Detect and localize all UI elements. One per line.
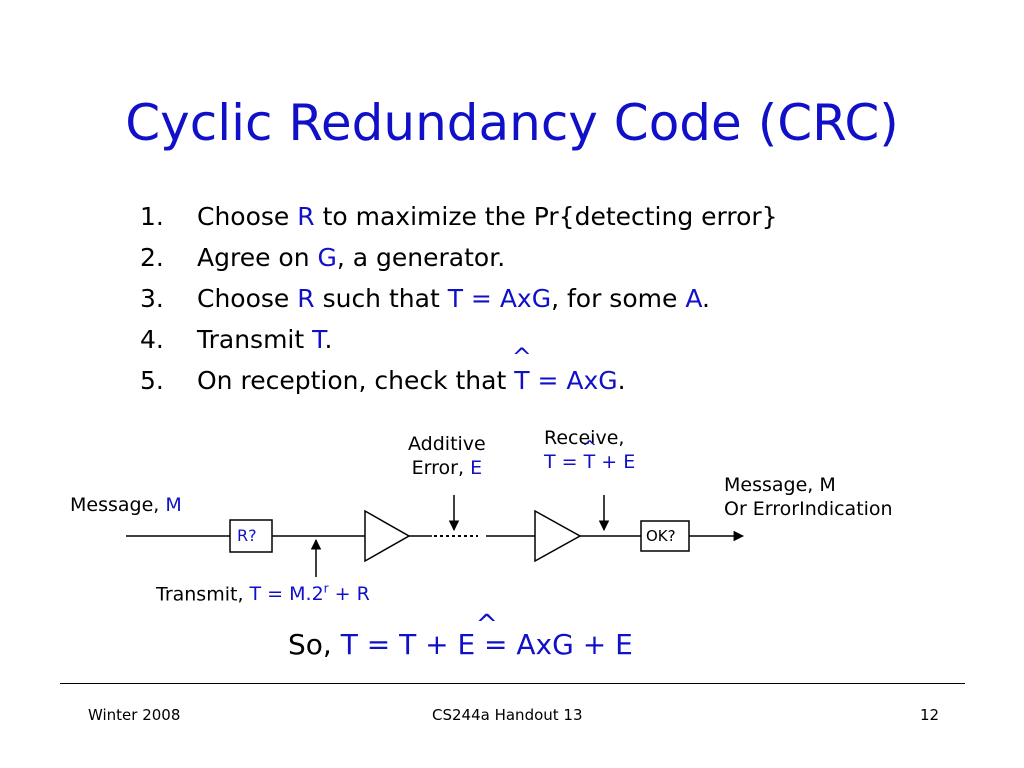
r-box	[229, 519, 273, 553]
message-in-label: Message, M	[70, 494, 182, 516]
hat-symbol: ^	[475, 609, 498, 640]
slide-title: Cyclic Redundancy Code (CRC)	[125, 94, 899, 152]
amplifier-triangle	[534, 509, 582, 563]
r-box-label: R?	[237, 526, 257, 545]
step-2: 2.Agree on G, a generator.	[140, 243, 506, 272]
so-equation: So, ^T = T + E = AxG + E	[288, 609, 633, 661]
step-1: 1.Choose R to maximize the Pr{detecting …	[140, 202, 778, 231]
footer-page-number: 12	[920, 706, 940, 724]
transmit-label: Transmit, T = M.2r + R	[156, 582, 370, 606]
hat-symbol: ^	[582, 436, 598, 458]
step-3: 3.Choose R such that T = AxG, for some A…	[140, 284, 710, 313]
footer-divider	[60, 683, 965, 684]
footer-center: CS244a Handout 13	[432, 706, 583, 724]
step-5: 5.On reception, check that ^T = AxG.	[140, 343, 626, 395]
footer-left: Winter 2008	[88, 706, 181, 724]
step-list: 1.Choose R to maximize the Pr{detecting …	[140, 196, 778, 401]
hat-symbol: ^	[511, 343, 532, 371]
step-4: 4.Transmit T.	[140, 325, 333, 354]
amplifier-triangle	[364, 509, 411, 563]
ok-box-label: OK?	[646, 527, 676, 545]
receive-label: Receive,^T = T + E	[544, 427, 636, 473]
